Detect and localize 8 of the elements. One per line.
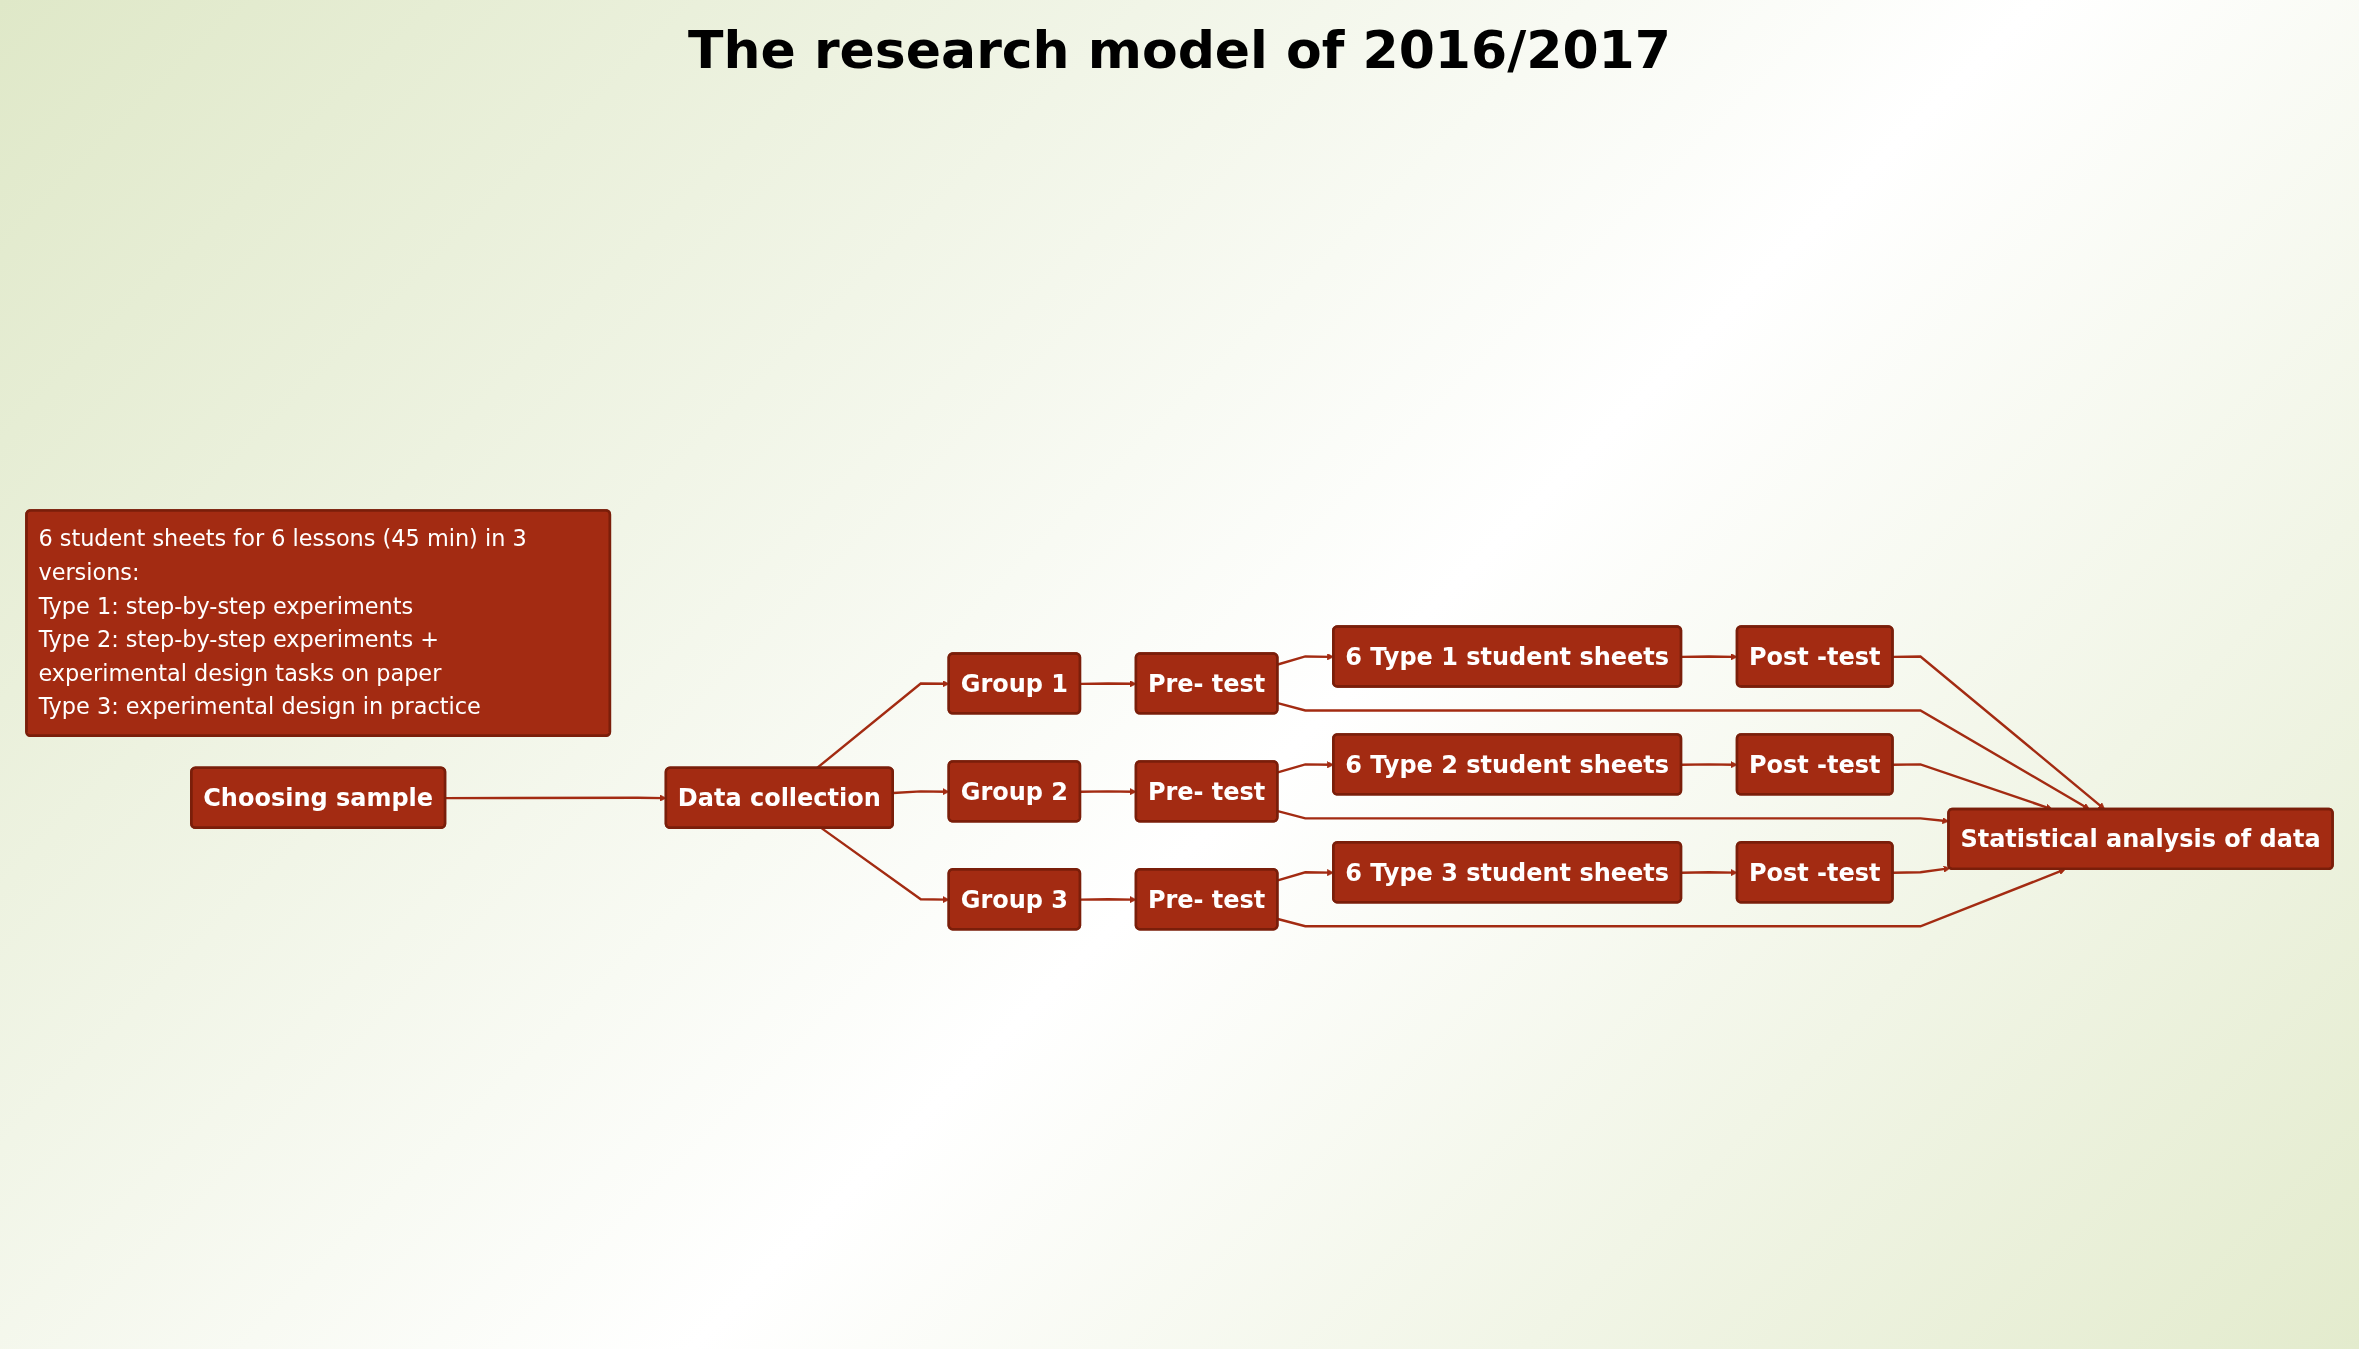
- arrow: [1277, 869, 1334, 882]
- arrow: [1892, 655, 2106, 810]
- arrow: [1277, 868, 2066, 928]
- diagram-title: The research model of 2016/2017: [687, 20, 1672, 80]
- arrow: [1277, 761, 1334, 774]
- arrow: [1277, 653, 1334, 666]
- arrow: [1892, 865, 1951, 875]
- arrow: [1277, 702, 2090, 810]
